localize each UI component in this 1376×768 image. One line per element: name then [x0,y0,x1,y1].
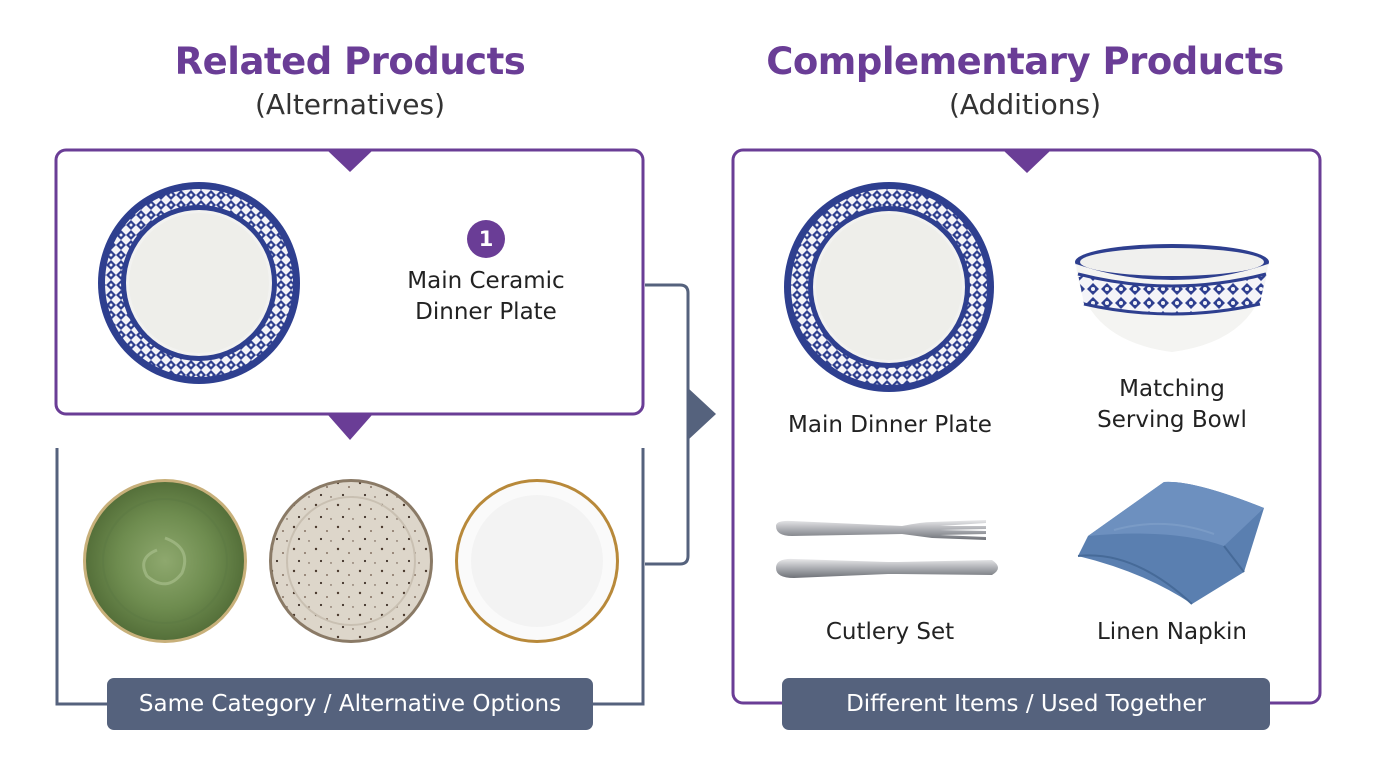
linen-napkin-image [1077,481,1264,605]
white-gold-rim-plate-image [455,479,619,643]
dinner-plate-image [784,182,994,392]
main-item-label-line1: Main Ceramic [407,268,565,294]
left-title: Related Products [174,40,526,83]
right-footer-label: Different Items / Used Together [782,678,1270,730]
blue-patterned-plate-image [98,182,300,384]
item-serving-bowl-label-line2: Serving Bowl [1097,407,1247,433]
serving-bowl-image [1075,244,1269,352]
item-linen-napkin-label: Linen Napkin [1096,619,1247,645]
item-serving-bowl-label: Matching Serving Bowl [1052,374,1292,436]
main-item-badge: 1 [467,220,505,258]
speckled-stone-plate-image [269,479,433,643]
item-cutlery-set-label: Cutlery Set [825,619,955,645]
left-subtitle: (Alternatives) [254,88,446,121]
green-glaze-plate-image [83,479,247,643]
cutlery-image [776,520,998,578]
item-main-dinner-plate-label: Main Dinner Plate [788,412,992,438]
right-subtitle: (Additions) [948,88,1102,121]
right-title: Complementary Products [766,40,1284,83]
main-item-label-line2: Dinner Plate [415,299,557,325]
item-serving-bowl-label-line1: Matching [1119,376,1225,402]
left-footer-label: Same Category / Alternative Options [107,678,593,730]
main-item-label: Main Ceramic Dinner Plate [370,266,602,328]
